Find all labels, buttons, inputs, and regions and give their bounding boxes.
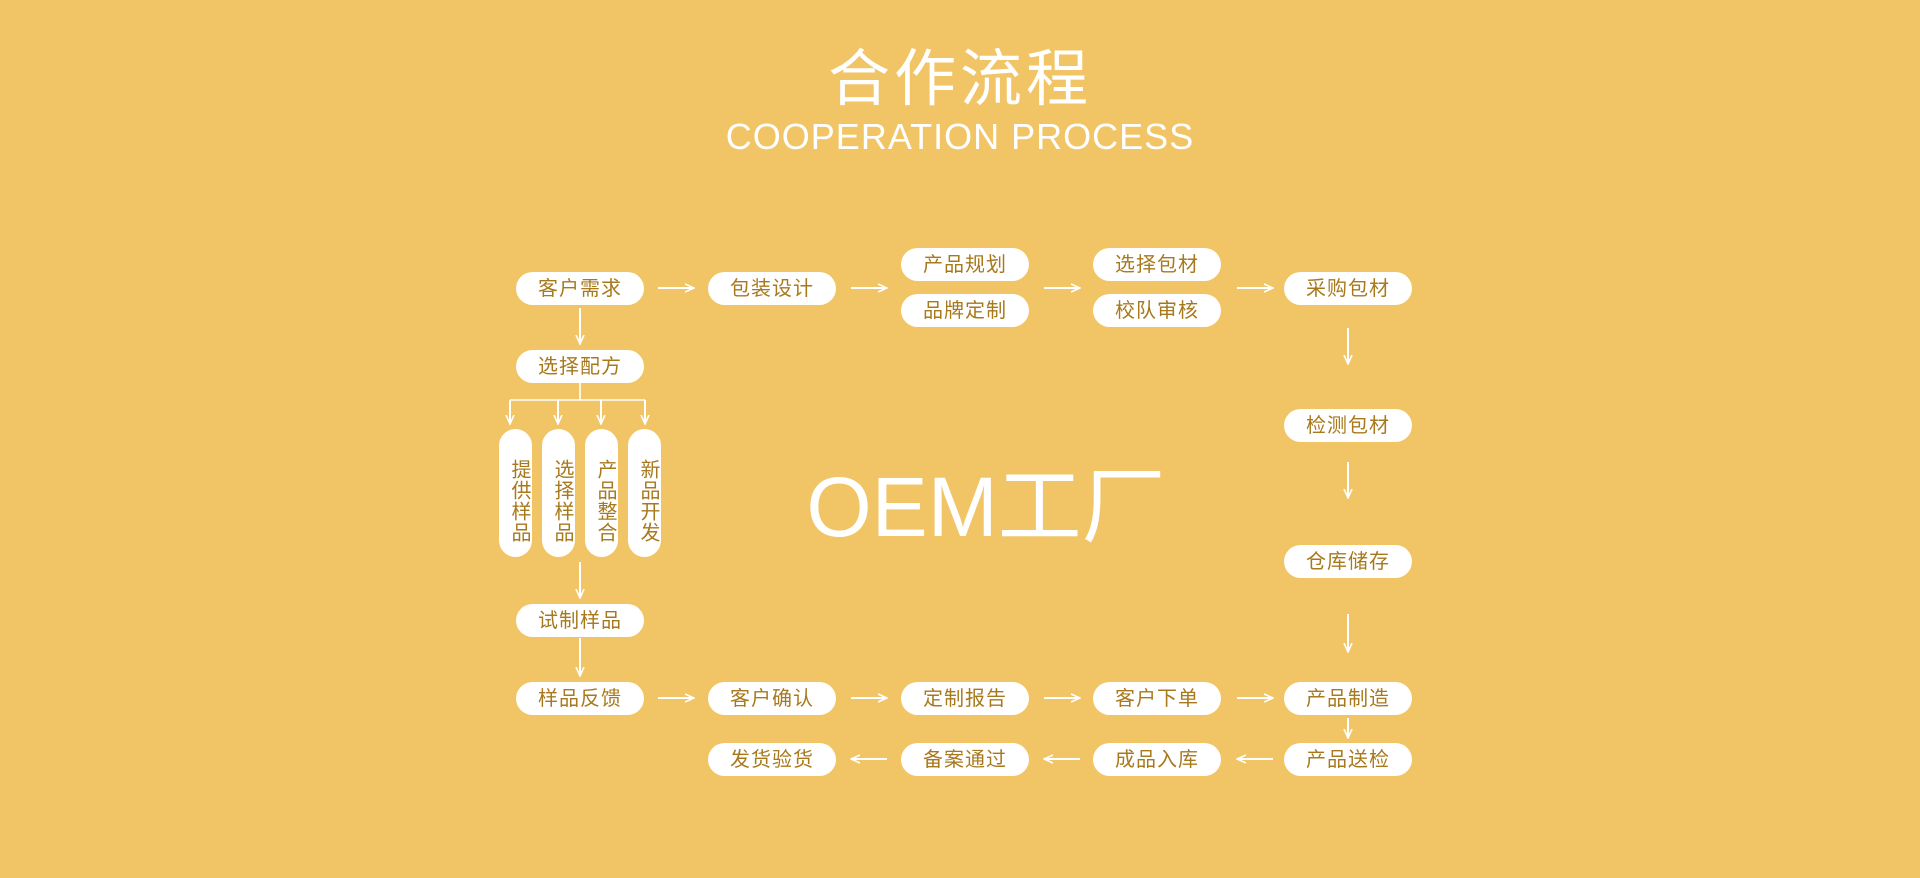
center-label: OEM工厂 xyxy=(806,460,1166,554)
step-warehouse-storage: 仓库储存 xyxy=(1284,545,1412,578)
step-custom-report: 定制报告 xyxy=(901,682,1029,715)
step-product-planning: 产品规划 xyxy=(901,248,1029,281)
step-package-design: 包装设计 xyxy=(708,272,836,305)
step-product-integration: 产品整合 xyxy=(585,429,618,557)
step-select-sample: 选择样品 xyxy=(542,429,575,557)
step-purchase-packaging: 采购包材 xyxy=(1284,272,1412,305)
step-ship-check: 发货验货 xyxy=(708,743,836,776)
step-select-packaging: 选择包材 xyxy=(1093,248,1221,281)
step-inspect-packaging: 检测包材 xyxy=(1284,409,1412,442)
step-brand-custom: 品牌定制 xyxy=(901,294,1029,327)
step-select-formula: 选择配方 xyxy=(516,350,644,383)
step-customer-demand: 客户需求 xyxy=(516,272,644,305)
step-new-product-dev: 新品开发 xyxy=(628,429,661,557)
step-finished-storage: 成品入库 xyxy=(1093,743,1221,776)
page-title: 合作流程 xyxy=(827,42,1092,115)
page-subtitle: COOPERATION PROCESS xyxy=(725,116,1195,157)
step-provide-sample: 提供样品 xyxy=(499,429,532,557)
step-filing-passed: 备案通过 xyxy=(901,743,1029,776)
step-trial-sample: 试制样品 xyxy=(516,604,644,637)
step-customer-order: 客户下单 xyxy=(1093,682,1221,715)
step-product-inspection: 产品送检 xyxy=(1284,743,1412,776)
step-product-manufacture: 产品制造 xyxy=(1284,682,1412,715)
step-customer-confirm: 客户确认 xyxy=(708,682,836,715)
step-sample-feedback: 样品反馈 xyxy=(516,682,644,715)
step-proofread-review: 校队审核 xyxy=(1093,294,1221,327)
